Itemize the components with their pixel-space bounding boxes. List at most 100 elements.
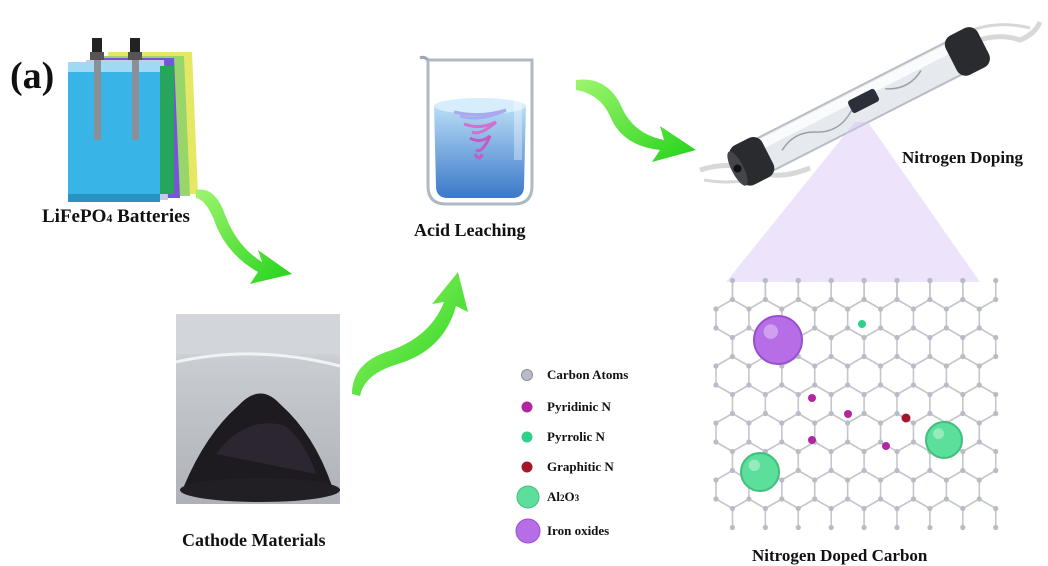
carbon-atom [976, 420, 982, 426]
carbon-atom [993, 296, 999, 303]
carbon-atom [910, 363, 917, 369]
carbon-bond [929, 355, 947, 367]
carbon-atom [861, 410, 867, 417]
carbon-bond [830, 384, 849, 396]
panel-label: (a) [10, 55, 55, 97]
carbon-bond [748, 412, 766, 424]
carbon-bond [847, 327, 865, 339]
carbon-atom [713, 439, 719, 445]
arrow-acid-to-doping [576, 79, 696, 162]
carbon-atom [762, 410, 768, 417]
carbon-atom [943, 382, 949, 388]
carbon-bond [732, 327, 750, 339]
carbon-atom [812, 477, 818, 483]
carbon-atom [861, 467, 867, 474]
pyrrolic-n-icon [521, 431, 533, 443]
arrow-battery-to-cathode [196, 189, 292, 284]
carbon-bond [748, 498, 766, 510]
carbon-atom [927, 524, 933, 531]
carbon-atom [877, 363, 884, 369]
carbon-lattice [713, 277, 999, 531]
carbon-atom [746, 363, 752, 369]
carbon-bond [732, 298, 750, 310]
carbon-atom [861, 448, 867, 455]
carbon-atom [746, 439, 752, 445]
carbon-bond [715, 498, 733, 510]
carbon-bond [978, 498, 997, 510]
carbon-atom [713, 363, 719, 369]
carbon-atom [828, 448, 834, 455]
carbon-atom [910, 306, 917, 312]
carbon-atom [861, 277, 867, 284]
carbon-atom [910, 325, 917, 331]
carbon-atom [828, 467, 834, 474]
cathode-powder-photo [175, 314, 341, 504]
carbon-bond [978, 298, 997, 310]
carbon-atom [746, 382, 752, 388]
carbon-bond [830, 298, 849, 310]
al2o3-particle [925, 421, 963, 459]
pyridinic-n-atom [808, 436, 816, 444]
carbon-atom [993, 467, 999, 474]
acid-leaching-label: Acid Leaching [414, 220, 526, 240]
carbon-bond [978, 327, 997, 339]
carbon-bond [978, 469, 997, 481]
carbon-bond [929, 298, 947, 310]
carbon-bond [797, 412, 816, 424]
nitrogen-doped-carbon-label: Nitrogen Doped Carbon [752, 546, 928, 565]
carbon-bond [732, 384, 750, 396]
carbon-bond [781, 412, 799, 424]
carbon-bond [781, 441, 799, 453]
iron-oxide-particle-icon [515, 518, 541, 544]
carbon-atom [894, 296, 900, 303]
carbon-bond [945, 298, 964, 310]
carbon-bond [913, 327, 931, 339]
carbon-atom [779, 439, 785, 445]
carbon-bond [880, 412, 898, 424]
carbon-bond [797, 498, 816, 510]
carbon-bond [896, 298, 914, 310]
carbon-atom [976, 325, 982, 331]
batteries-label: LiFePO4 Batteries [42, 206, 190, 227]
carbon-bond [913, 355, 931, 367]
carbon-atom [746, 496, 752, 502]
carbon-bond [781, 384, 799, 396]
carbon-bond [830, 412, 849, 424]
carbon-atom [927, 410, 933, 417]
carbon-atom [976, 363, 982, 369]
carbon-atom [845, 439, 851, 445]
carbon-bond [847, 469, 865, 481]
carbon-atom [976, 439, 982, 445]
carbon-atom [729, 467, 736, 474]
carbon-atom [812, 496, 818, 502]
carbon-atom [861, 524, 867, 531]
carbon-atom [960, 277, 966, 284]
carbon-atom-icon [521, 369, 533, 381]
legend-label: Pyridinic N [547, 399, 611, 414]
carbon-atom [729, 353, 736, 360]
carbon-atom [910, 439, 917, 445]
carbon-bond [797, 298, 816, 310]
carbon-bond [880, 384, 898, 396]
carbon-bond [945, 327, 964, 339]
carbon-atom [746, 420, 752, 426]
carbon-atom [828, 277, 834, 284]
carbon-atom [960, 524, 966, 531]
carbon-bond [896, 469, 914, 481]
carbon-atom [729, 391, 736, 398]
particle-highlight [763, 324, 778, 339]
carbon-atom [894, 448, 900, 455]
carbon-bond [814, 355, 832, 367]
carbon-bond [913, 498, 931, 510]
carbon-atom [795, 448, 801, 455]
carbon-atom [713, 496, 719, 502]
carbon-atom [828, 410, 834, 417]
carbon-atom [729, 277, 736, 284]
carbon-atom [877, 496, 884, 502]
carbon-bond [929, 327, 947, 339]
carbon-atom [729, 505, 736, 512]
carbon-bond [929, 469, 947, 481]
carbon-bond [945, 412, 964, 424]
